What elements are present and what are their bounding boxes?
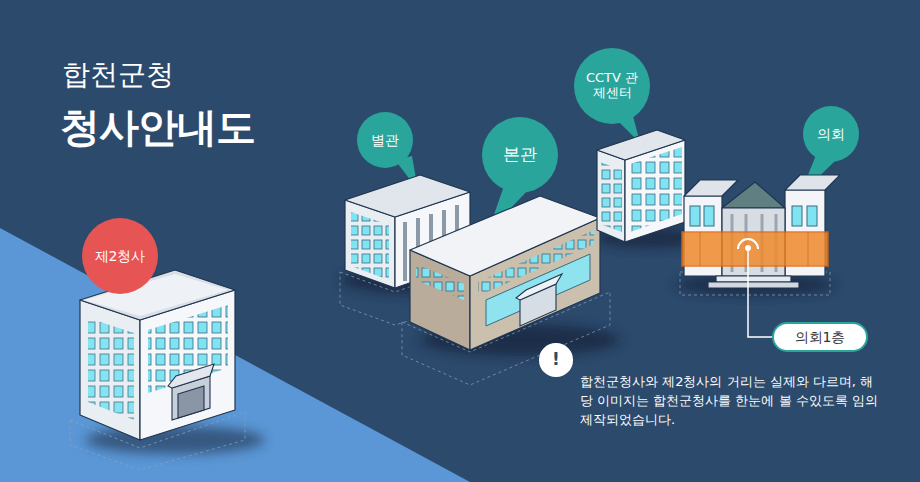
callout-bubble: ! <box>539 343 573 377</box>
text-stack: 의회 <box>817 126 845 142</box>
note: 합천군청사와 제2청사의 거리는 실제와 다르며, 해당 이미지는 합천군청사를… <box>580 372 880 429</box>
node-label: ! <box>552 350 560 370</box>
node-label: 본관 <box>503 145 537 165</box>
node-label: 의회 <box>817 126 845 142</box>
text-stack: 별관 <box>371 132 399 148</box>
text-stack: CCTV 관제센터 <box>582 71 642 101</box>
text-stack: 의회1층 <box>795 329 846 345</box>
node-label: CCTV 관제센터 <box>582 71 642 101</box>
heading: 청사안내도 <box>60 100 255 155</box>
callout-bubble: 별관 <box>357 112 413 168</box>
callout-bubble: CCTV 관제센터 <box>574 48 650 124</box>
node-label: 별관 <box>371 132 399 148</box>
node-label: 제2청사 <box>95 248 146 264</box>
node-label: 의회1층 <box>795 329 846 345</box>
text-stack: 제2청사 <box>95 248 146 264</box>
text-stack: 본관 <box>503 145 537 165</box>
floor-pill: 의회1층 <box>772 322 868 352</box>
callout-bubble: 제2청사 <box>82 218 158 294</box>
callout-bubble: 본관 <box>482 117 558 193</box>
text-stack: ! <box>552 350 560 370</box>
title: 합천군청 <box>62 56 174 94</box>
callout-bubble: 의회 <box>803 106 859 162</box>
